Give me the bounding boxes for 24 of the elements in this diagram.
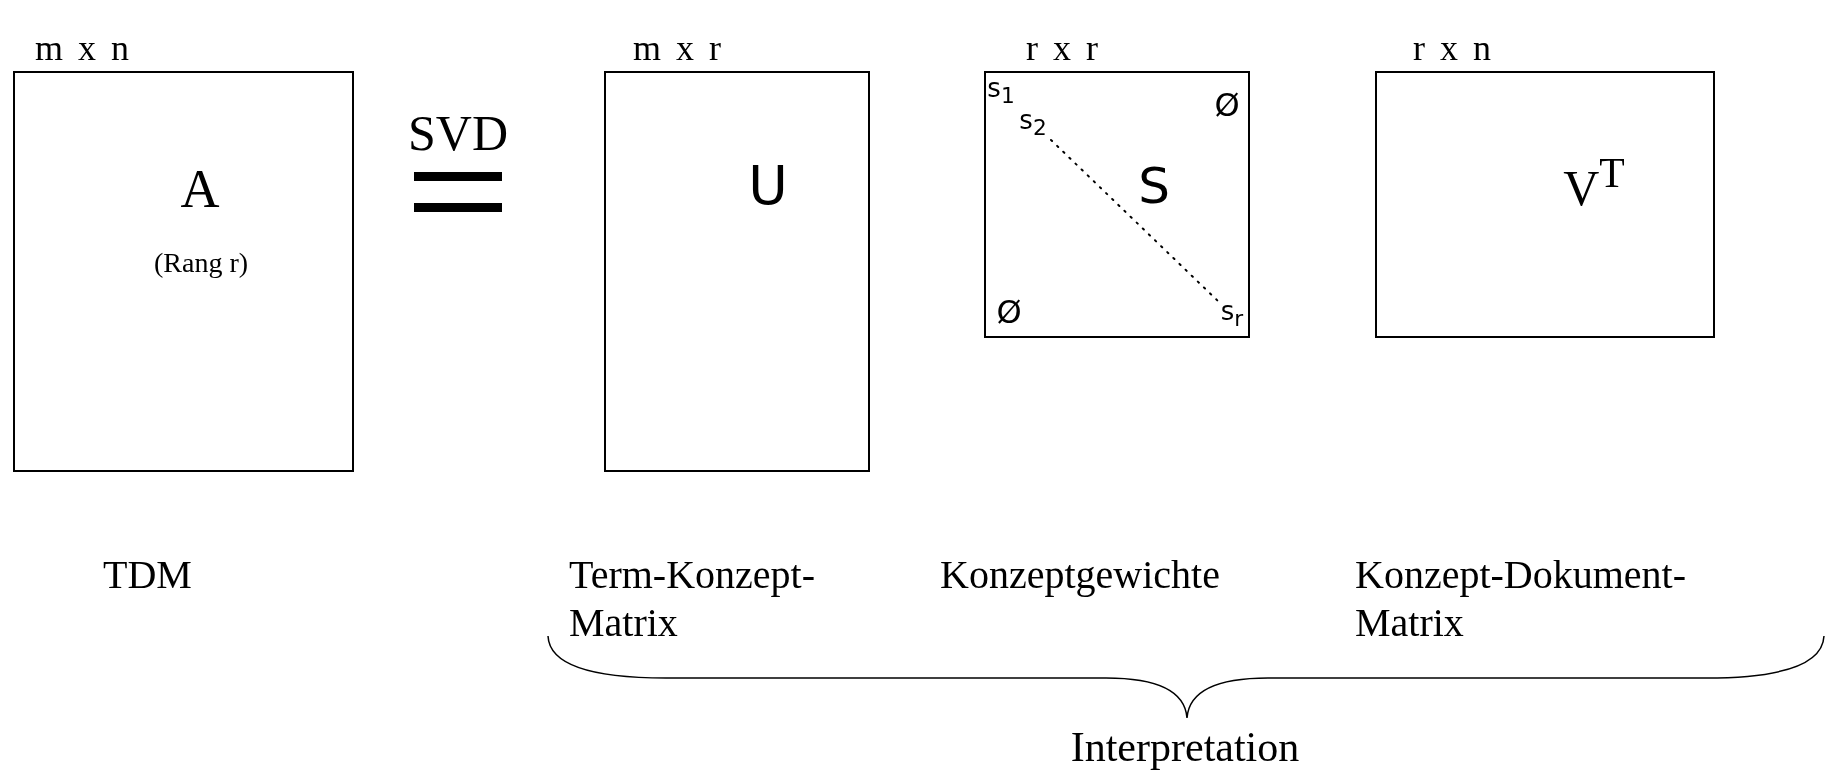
matrix-symbol: S [1138, 161, 1170, 211]
diagonal-entry: s$_{1}$ [987, 75, 1015, 107]
matrix-caption: TDM [103, 551, 192, 599]
matrix-caption: Term-Konzept-Matrix [569, 551, 816, 647]
diagonal-entry: s$_{r}$ [1220, 298, 1244, 330]
matrix-symbol: A [180, 162, 220, 216]
zero-symbol: Ø [996, 296, 1022, 328]
matrix-symbol: V$^{T}$ [1563, 153, 1625, 213]
dimension-label: m x r [633, 30, 721, 66]
operation-label: SVD [408, 108, 508, 158]
zero-symbol: Ø [1214, 89, 1240, 121]
matrix-symbol: U [748, 159, 788, 213]
matrix-caption: Konzept-Dokument-Matrix [1355, 551, 1687, 647]
matrix-box [13, 71, 354, 472]
diagonal-entry: s$_{2}$ [1019, 107, 1047, 139]
rank-note: (Rang r) [153, 249, 249, 277]
matrix-caption: Konzeptgewichte [940, 551, 1220, 599]
dimension-label: r x n [1413, 30, 1491, 66]
annotation-label: Interpretation [1070, 726, 1300, 768]
matrix-box [984, 71, 1250, 338]
dimension-label: r x r [1026, 30, 1098, 66]
dimension-label: m x n [35, 30, 129, 66]
matrix-box [1375, 71, 1715, 338]
matrix-box [604, 71, 870, 472]
